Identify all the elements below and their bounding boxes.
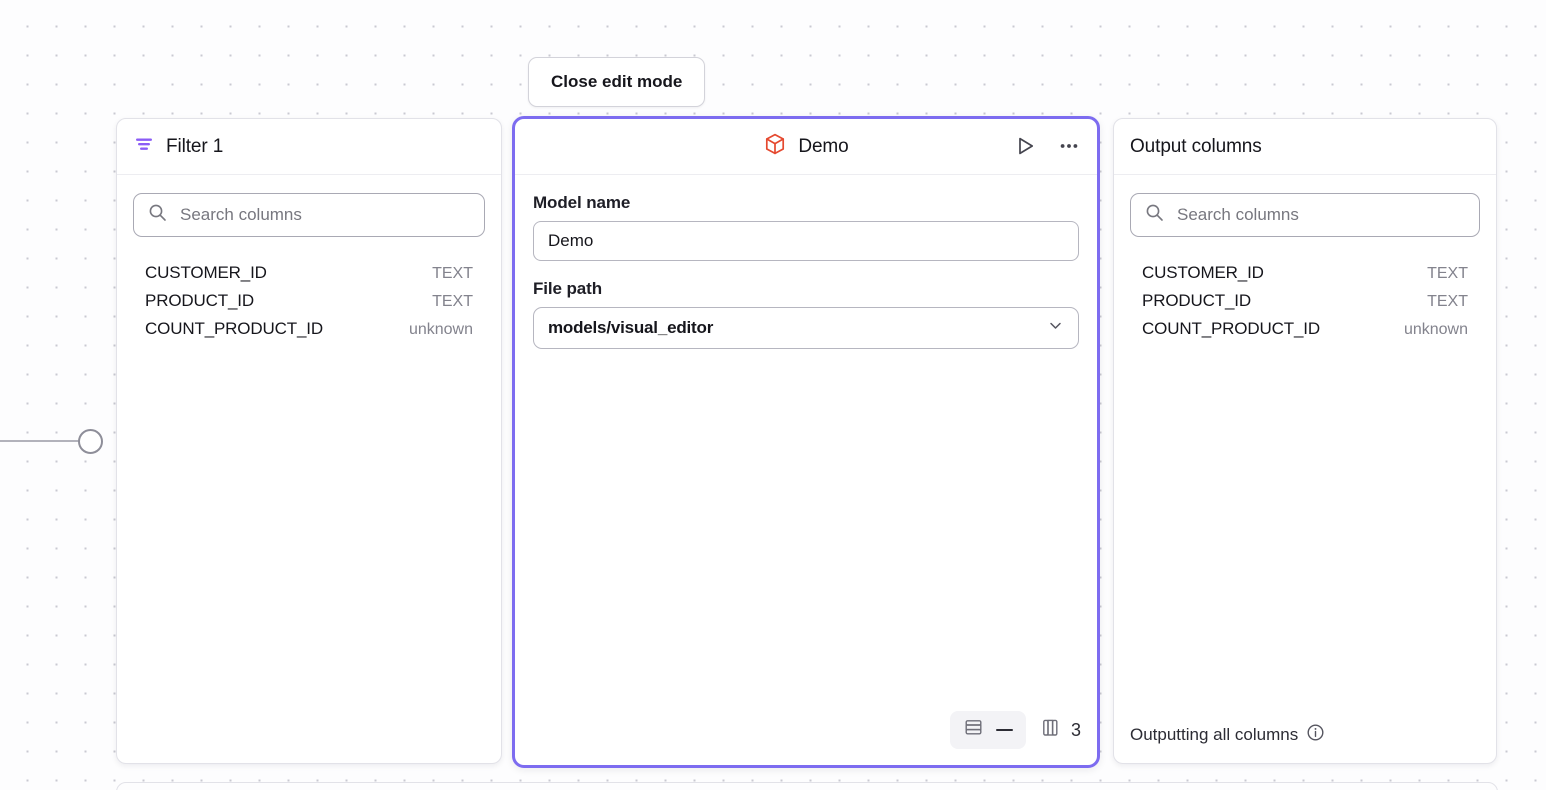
column-name: COUNT_PRODUCT_ID <box>145 319 324 338</box>
table-row[interactable]: PRODUCT_ID TEXT <box>1130 287 1480 315</box>
column-type: unknown <box>1403 321 1468 338</box>
table-row[interactable]: CUSTOMER_ID TEXT <box>1130 259 1480 287</box>
model-panel-body: Model name File path models/visual_edito… <box>515 175 1097 711</box>
ellipsis-icon <box>1057 134 1081 161</box>
column-name: CUSTOMER_ID <box>145 263 267 282</box>
file-path-select[interactable]: models/visual_editor <box>533 307 1079 349</box>
filter-panel-body: CUSTOMER_ID TEXT PRODUCT_ID TEXT COUNT_P… <box>117 175 501 763</box>
model-name-input[interactable] <box>548 231 1064 251</box>
cube-icon <box>763 132 787 161</box>
more-options-button[interactable] <box>1055 132 1083 163</box>
filter-search-box[interactable] <box>133 193 485 237</box>
file-path-value: models/visual_editor <box>548 318 714 337</box>
column-count-value: 3 <box>1070 719 1081 740</box>
column-type: unknown <box>408 321 473 338</box>
connector-handle[interactable] <box>78 429 103 454</box>
filter-panel-header: Filter 1 <box>117 119 501 175</box>
table-row[interactable]: CUSTOMER_ID TEXT <box>133 259 485 287</box>
search-icon <box>1145 203 1164 227</box>
bottom-partial-panel[interactable] <box>116 782 1498 790</box>
output-panel-header: Output columns <box>1114 119 1496 175</box>
column-name: CUSTOMER_ID <box>1142 263 1264 282</box>
row-count-stat[interactable] <box>949 711 1026 749</box>
model-stats-footer: 3 <box>515 711 1097 765</box>
close-edit-mode-button[interactable]: Close edit mode <box>528 57 706 107</box>
output-columns-panel[interactable]: Output columns CUSTOMER_ID TEXT PRODU <box>1113 118 1497 764</box>
file-path-label: File path <box>533 279 602 298</box>
run-button[interactable] <box>1011 132 1039 163</box>
output-panel-footer: Outputting all columns <box>1114 709 1496 763</box>
column-type: TEXT <box>1427 293 1468 310</box>
column-count-stat[interactable]: 3 <box>1040 717 1081 743</box>
model-name-field[interactable] <box>533 221 1079 261</box>
search-icon <box>148 203 167 227</box>
column-name: PRODUCT_ID <box>1142 291 1252 310</box>
model-panel-header: Demo <box>515 119 1097 175</box>
filter-column-list: CUSTOMER_ID TEXT PRODUCT_ID TEXT COUNT_P… <box>133 259 485 343</box>
model-name-label: Model name <box>533 193 631 212</box>
connector-edge <box>0 440 82 442</box>
filter-search-input[interactable] <box>180 205 470 225</box>
column-type: TEXT <box>432 265 473 282</box>
chevron-down-icon <box>1047 317 1064 339</box>
model-panel-title: Demo <box>798 135 849 157</box>
output-search-box[interactable] <box>1130 193 1480 237</box>
model-node-panel[interactable]: Demo <box>512 116 1100 768</box>
column-name: COUNT_PRODUCT_ID <box>1142 319 1321 338</box>
filter-icon <box>133 133 155 160</box>
filter-panel-title: Filter 1 <box>166 135 224 157</box>
output-search-input[interactable] <box>1177 205 1465 225</box>
columns-icon <box>1040 717 1061 743</box>
column-type: TEXT <box>1427 265 1468 282</box>
row-count-value <box>995 728 1013 732</box>
output-panel-body: CUSTOMER_ID TEXT PRODUCT_ID TEXT COUNT_P… <box>1114 175 1496 709</box>
column-type: TEXT <box>432 293 473 310</box>
table-row[interactable]: PRODUCT_ID TEXT <box>133 287 485 315</box>
rows-icon <box>963 717 984 743</box>
output-footer-text: Outputting all columns <box>1130 725 1299 744</box>
table-row[interactable]: COUNT_PRODUCT_ID unknown <box>133 315 485 343</box>
column-name: PRODUCT_ID <box>145 291 255 310</box>
output-panel-title: Output columns <box>1130 135 1262 157</box>
info-icon[interactable] <box>1306 723 1325 747</box>
filter-node-panel[interactable]: Filter 1 CUSTOMER_ID TEXT PRODUCT_ID <box>116 118 502 764</box>
output-column-list: CUSTOMER_ID TEXT PRODUCT_ID TEXT COUNT_P… <box>1130 259 1480 343</box>
play-icon <box>1013 134 1037 161</box>
table-row[interactable]: COUNT_PRODUCT_ID unknown <box>1130 315 1480 343</box>
